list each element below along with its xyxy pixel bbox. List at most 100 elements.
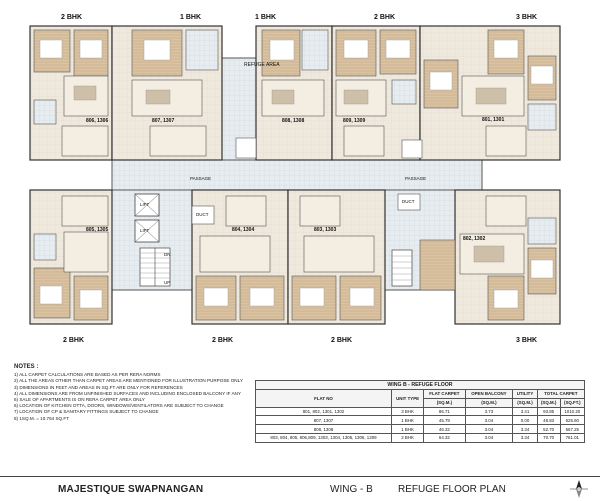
unit-sqm: (SQ.M.) xyxy=(536,397,561,408)
unit-sqm: (SQ.M.) xyxy=(423,397,466,408)
cell-total-sqm: 52.70 xyxy=(536,424,561,434)
passage-label: PASSAGE xyxy=(190,176,212,181)
unit-sqm: (SQ.M.) xyxy=(512,397,538,408)
floor-plan xyxy=(29,25,561,325)
duct-bottom-right xyxy=(397,193,421,211)
flat-806-top xyxy=(29,25,113,161)
cell-utility: 3.34 xyxy=(512,432,538,443)
cell-open: 3.73 xyxy=(464,406,514,417)
cell-type: 3 BHK xyxy=(390,406,425,417)
note-line: 2) ALL THE AREAS OTHER THAN CARPET AREAS… xyxy=(14,378,243,384)
unit-type-label: 3 BHK xyxy=(516,337,538,344)
flat-number: 802, 1302 xyxy=(463,236,486,242)
col-open-balcony: OPEN BALCONY xyxy=(464,389,514,399)
footer-bar: MAJESTIQUE SWAPNANGAN WING - B REFUGE FL… xyxy=(0,476,600,501)
flat-number: 806, 1306 xyxy=(86,118,109,124)
cell-total-sqm: 93.85 xyxy=(536,406,561,417)
note-line: 5) SALE OF APARTMENTS IS ON RERA CARPET … xyxy=(14,397,145,403)
stair-down-label: DN xyxy=(164,252,171,257)
unit-type-label: 3 BHK xyxy=(516,14,538,21)
table-title: WING B - REFUGE FLOOR xyxy=(255,380,585,389)
flat-number: 804, 1304 xyxy=(232,227,255,233)
cell-carpet: 46.32 xyxy=(423,424,466,434)
col-total-carpet: TOTAL CARPET xyxy=(536,389,586,399)
cell-flat: 801, 802, 1301, 1302 xyxy=(255,406,392,417)
cell-type: 1 BHK xyxy=(390,424,425,434)
note-line: 4) ALL DIMENSIONS ARE FROM UNFINISHED SU… xyxy=(14,390,241,396)
flat-809-top xyxy=(331,25,421,161)
flat-number: 803, 1303 xyxy=(314,227,337,233)
lift-label: LIFT xyxy=(140,202,150,207)
unit-type-label: 1 BHK xyxy=(180,14,202,21)
cell-carpet: 64.32 xyxy=(423,432,466,443)
cell-type: 2 BHK xyxy=(390,432,425,443)
area-table: WING B - REFUGE FLOOR FLAT NO UNIT TYPE … xyxy=(255,380,586,443)
refuge-area-label: REFUGE AREA xyxy=(244,62,280,68)
duct-label: DUCT xyxy=(196,212,209,217)
unit-type-label: 2 BHK xyxy=(374,14,396,21)
flat-801-top xyxy=(419,25,561,161)
duct-top-left xyxy=(235,137,257,159)
col-utility: UTILITY xyxy=(512,389,538,399)
notes-block: NOTES : 1) ALL CARPET CALCULATIONS ARE B… xyxy=(14,364,250,422)
flat-number: 808, 1308 xyxy=(282,118,305,124)
cell-carpet: 86.71 xyxy=(423,406,466,417)
cell-flat: 803, 804, 805, 806,809, 1303, 1304, 1305… xyxy=(255,432,392,443)
unit-type-label: 1 BHK xyxy=(255,14,277,21)
note-line: 8) 1SQ.M. = 10.764 SQ.FT xyxy=(14,415,70,421)
unit-type-label: 2 BHK xyxy=(61,14,83,21)
col-unit-type: UNIT TYPE xyxy=(390,389,425,408)
cell-utility: 3.34 xyxy=(512,424,538,434)
col-flat-carpet: FLAT CARPET xyxy=(423,389,466,399)
cell-open: 3.04 xyxy=(464,432,514,443)
wing-label: WING - B xyxy=(330,484,373,495)
flat-804-bottom xyxy=(191,189,289,325)
cell-total-sqft: 567.25 xyxy=(559,424,586,434)
cell-total-sqft: 761.01 xyxy=(559,432,586,443)
flat-808-top xyxy=(255,25,333,161)
flat-802-bottom xyxy=(419,189,561,325)
passage-area xyxy=(111,159,483,191)
note-line: 1) ALL CARPET CALCULATIONS ARE BASED AS … xyxy=(14,372,161,378)
flat-number: 805, 1305 xyxy=(86,227,109,233)
flat-number: 801, 1301 xyxy=(482,117,505,123)
table-row: 803, 804, 805, 806,809, 1303, 1304, 1305… xyxy=(255,432,586,443)
note-line: 6) LOCATION OF KITCHEN OTTA, DOORS, WIND… xyxy=(14,403,224,409)
passage-label: PASSAGE xyxy=(405,176,427,181)
flat-805-bottom xyxy=(29,189,113,325)
unit-type-label: 2 BHK xyxy=(212,337,234,344)
duct-bottom-left xyxy=(191,205,215,225)
cell-flat: 808, 1308 xyxy=(255,424,392,434)
plan-title: REFUGE FLOOR PLAN xyxy=(398,484,506,495)
cell-total-sqm: 48.83 xyxy=(536,415,561,426)
cell-flat: 807, 1307 xyxy=(255,415,392,426)
notes-heading: NOTES : xyxy=(14,364,39,370)
unit-sqm: (SQ.M.) xyxy=(464,397,514,408)
stair-up-label: UP xyxy=(164,280,171,285)
flat-803-bottom xyxy=(287,189,386,325)
duct-top-right xyxy=(401,139,423,159)
table-row: 801, 802, 1301, 1302 3 BHK 86.71 3.73 3.… xyxy=(255,406,586,417)
cell-open: 3.04 xyxy=(464,424,514,434)
cell-utility: 0.00 xyxy=(512,415,538,426)
note-line: 7) LOCATION OF CP & SANITARY FITTINGS SU… xyxy=(14,409,159,415)
col-flat-no: FLAT NO xyxy=(255,389,392,408)
duct-label: DUCT xyxy=(402,199,415,204)
cell-type: 1 BHK xyxy=(390,415,425,426)
cell-total-sqft: 1010.20 xyxy=(559,406,586,417)
cell-utility: 3.41 xyxy=(512,406,538,417)
flat-number: 809, 1309 xyxy=(343,118,366,124)
staircase-left xyxy=(139,247,171,287)
unit-sqft: (SQ.FT.) xyxy=(559,397,586,408)
unit-type-label: 2 BHK xyxy=(331,337,353,344)
north-arrow-icon xyxy=(570,480,588,498)
table-row: 807, 1307 1 BHK 45.79 3.04 0.00 48.83 52… xyxy=(255,415,586,426)
cell-total-sqft: 525.60 xyxy=(559,415,586,426)
lift-label: LIFT xyxy=(140,228,150,233)
flat-807-top xyxy=(111,25,223,161)
staircase-right xyxy=(391,249,413,287)
flat-number: 807, 1307 xyxy=(152,118,175,124)
project-name: MAJESTIQUE SWAPNANGAN xyxy=(58,484,204,495)
cell-carpet: 45.79 xyxy=(423,415,466,426)
note-line: 3) DIMENSIONS IN FEET AND AREAS IN SQ.FT… xyxy=(14,384,183,390)
